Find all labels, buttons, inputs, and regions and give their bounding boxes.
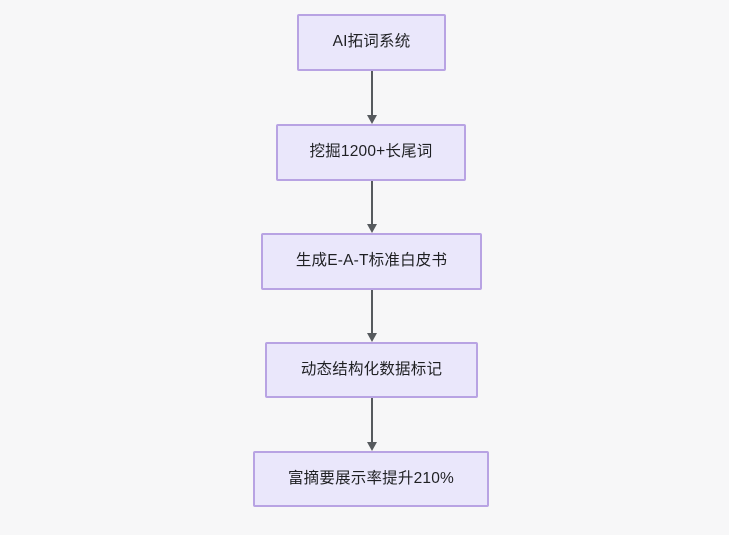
- flowchart-node-rich-snippet-increase[interactable]: 富摘要展示率提升210%: [253, 451, 489, 507]
- connector-line: [371, 398, 373, 443]
- connector-line: [371, 71, 373, 116]
- flowchart-node-mine-longtail-keywords[interactable]: 挖掘1200+长尾词: [276, 124, 466, 181]
- flowchart-node-generate-eat-whitepaper[interactable]: 生成E-A-T标准白皮书: [261, 233, 482, 290]
- arrowhead-icon: [367, 333, 377, 342]
- flowchart-node-dynamic-structured-data[interactable]: 动态结构化数据标记: [265, 342, 478, 398]
- arrowhead-icon: [367, 115, 377, 124]
- connector-line: [371, 181, 373, 225]
- arrowhead-icon: [367, 224, 377, 233]
- connector-line: [371, 290, 373, 334]
- flowchart-node-ai-keyword-system[interactable]: AI拓词系统: [297, 14, 446, 71]
- node-label: 生成E-A-T标准白皮书: [295, 252, 448, 270]
- node-label: AI拓词系统: [332, 33, 411, 51]
- node-label: 富摘要展示率提升210%: [287, 469, 455, 487]
- arrowhead-icon: [367, 442, 377, 451]
- node-label: 动态结构化数据标记: [300, 360, 443, 378]
- node-label: 挖掘1200+长尾词: [309, 143, 433, 161]
